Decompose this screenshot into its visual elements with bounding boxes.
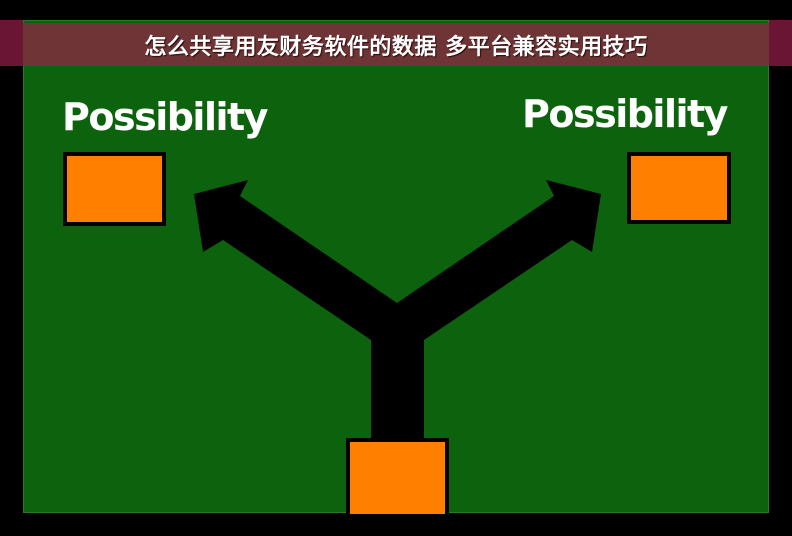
title-banner: 怎么共享用友财务软件的数据 多平台兼容实用技巧 [23, 23, 769, 66]
possibility-label-left: Possibility [62, 95, 268, 139]
outcome-box-left [63, 152, 166, 226]
arrow-stem [371, 330, 424, 445]
left-arrow-icon [194, 180, 424, 360]
right-arrow-icon [371, 180, 601, 360]
possibility-label-right: Possibility [522, 92, 728, 136]
banner-title: 怎么共享用友财务软件的数据 多平台兼容实用技巧 [144, 34, 648, 60]
source-box [346, 438, 449, 518]
outcome-box-right [627, 152, 731, 224]
